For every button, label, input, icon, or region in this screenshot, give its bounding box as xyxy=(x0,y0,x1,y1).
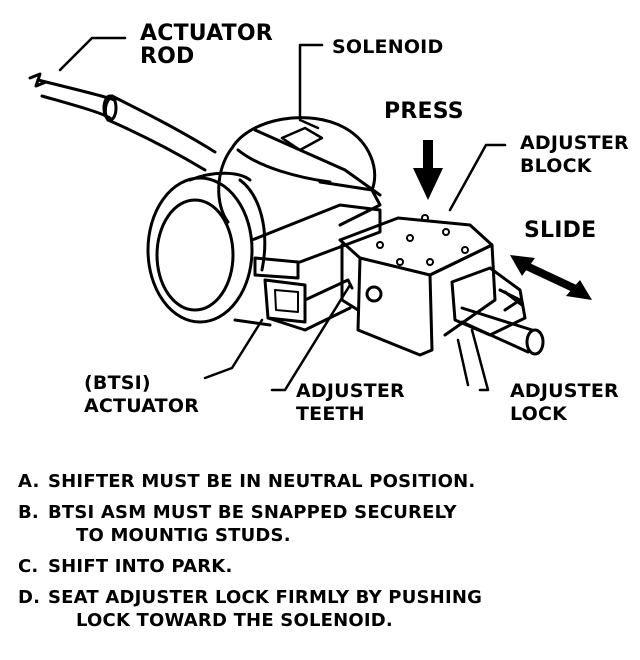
leader-lines xyxy=(58,36,507,392)
label-adjuster-teeth: ADJUSTER TEETH xyxy=(296,380,405,426)
label-line: BLOCK xyxy=(520,155,592,177)
label-line: ADJUSTER xyxy=(510,380,619,402)
instruction-letter: D. xyxy=(18,587,41,608)
label-adjuster-block: ADJUSTER BLOCK xyxy=(520,132,629,178)
adjuster-lock-and-shaft xyxy=(450,266,545,356)
label-line: ACTUATOR xyxy=(84,395,200,417)
adjuster-block xyxy=(338,214,497,357)
slide-arrow-icon xyxy=(510,255,592,300)
label-line: TEETH xyxy=(296,403,365,425)
solenoid-assembly-illustration xyxy=(28,36,592,392)
instruction-letter: C. xyxy=(18,556,39,577)
instruction-text-continued: LOCK TOWARD THE SOLENOID. xyxy=(76,610,393,631)
actuator-bracket xyxy=(250,203,382,332)
instruction-letter: A. xyxy=(18,471,40,492)
instruction-text: SHIFT INTO PARK. xyxy=(48,556,233,577)
label-solenoid: SOLENOID xyxy=(332,36,444,58)
instruction-text-continued: TO MOUNTIG STUDS. xyxy=(76,525,291,546)
label-line: ROD xyxy=(140,44,195,69)
instruction-a: A. SHIFTER MUST BE IN NEUTRAL POSITION. xyxy=(18,470,628,493)
instruction-text: SHIFTER MUST BE IN NEUTRAL POSITION. xyxy=(48,471,476,492)
instruction-list: A. SHIFTER MUST BE IN NEUTRAL POSITION. B… xyxy=(18,470,628,640)
label-line: ADJUSTER xyxy=(520,132,629,154)
instruction-text: BTSI ASM MUST BE SNAPPED SECURELY xyxy=(48,502,457,523)
instruction-text: SEAT ADJUSTER LOCK FIRMLY BY PUSHING xyxy=(48,587,483,608)
label-line: LOCK xyxy=(510,403,568,425)
instruction-d: D. SEAT ADJUSTER LOCK FIRMLY BY PUSHING L… xyxy=(18,586,628,632)
label-slide: SLIDE xyxy=(524,218,597,243)
label-btsi-actuator: (BTSI) ACTUATOR xyxy=(84,372,199,418)
instruction-c: C. SHIFT INTO PARK. xyxy=(18,555,628,578)
label-actuator-rod: ACTUATOR ROD xyxy=(140,22,273,68)
label-press: PRESS xyxy=(384,99,464,124)
label-line: ADJUSTER xyxy=(296,380,405,402)
solenoid-front-cylinder xyxy=(146,171,272,327)
actuator-rod-cable xyxy=(28,72,217,172)
instruction-letter: B. xyxy=(18,502,39,523)
label-adjuster-lock: ADJUSTER LOCK xyxy=(510,380,619,426)
label-line: (BTSI) xyxy=(84,372,151,394)
solenoid-body xyxy=(217,116,382,227)
instruction-b: B. BTSI ASM MUST BE SNAPPED SECURELY TO M… xyxy=(18,501,628,547)
label-line: ACTUATOR xyxy=(140,21,273,46)
press-arrow-icon xyxy=(413,140,443,200)
